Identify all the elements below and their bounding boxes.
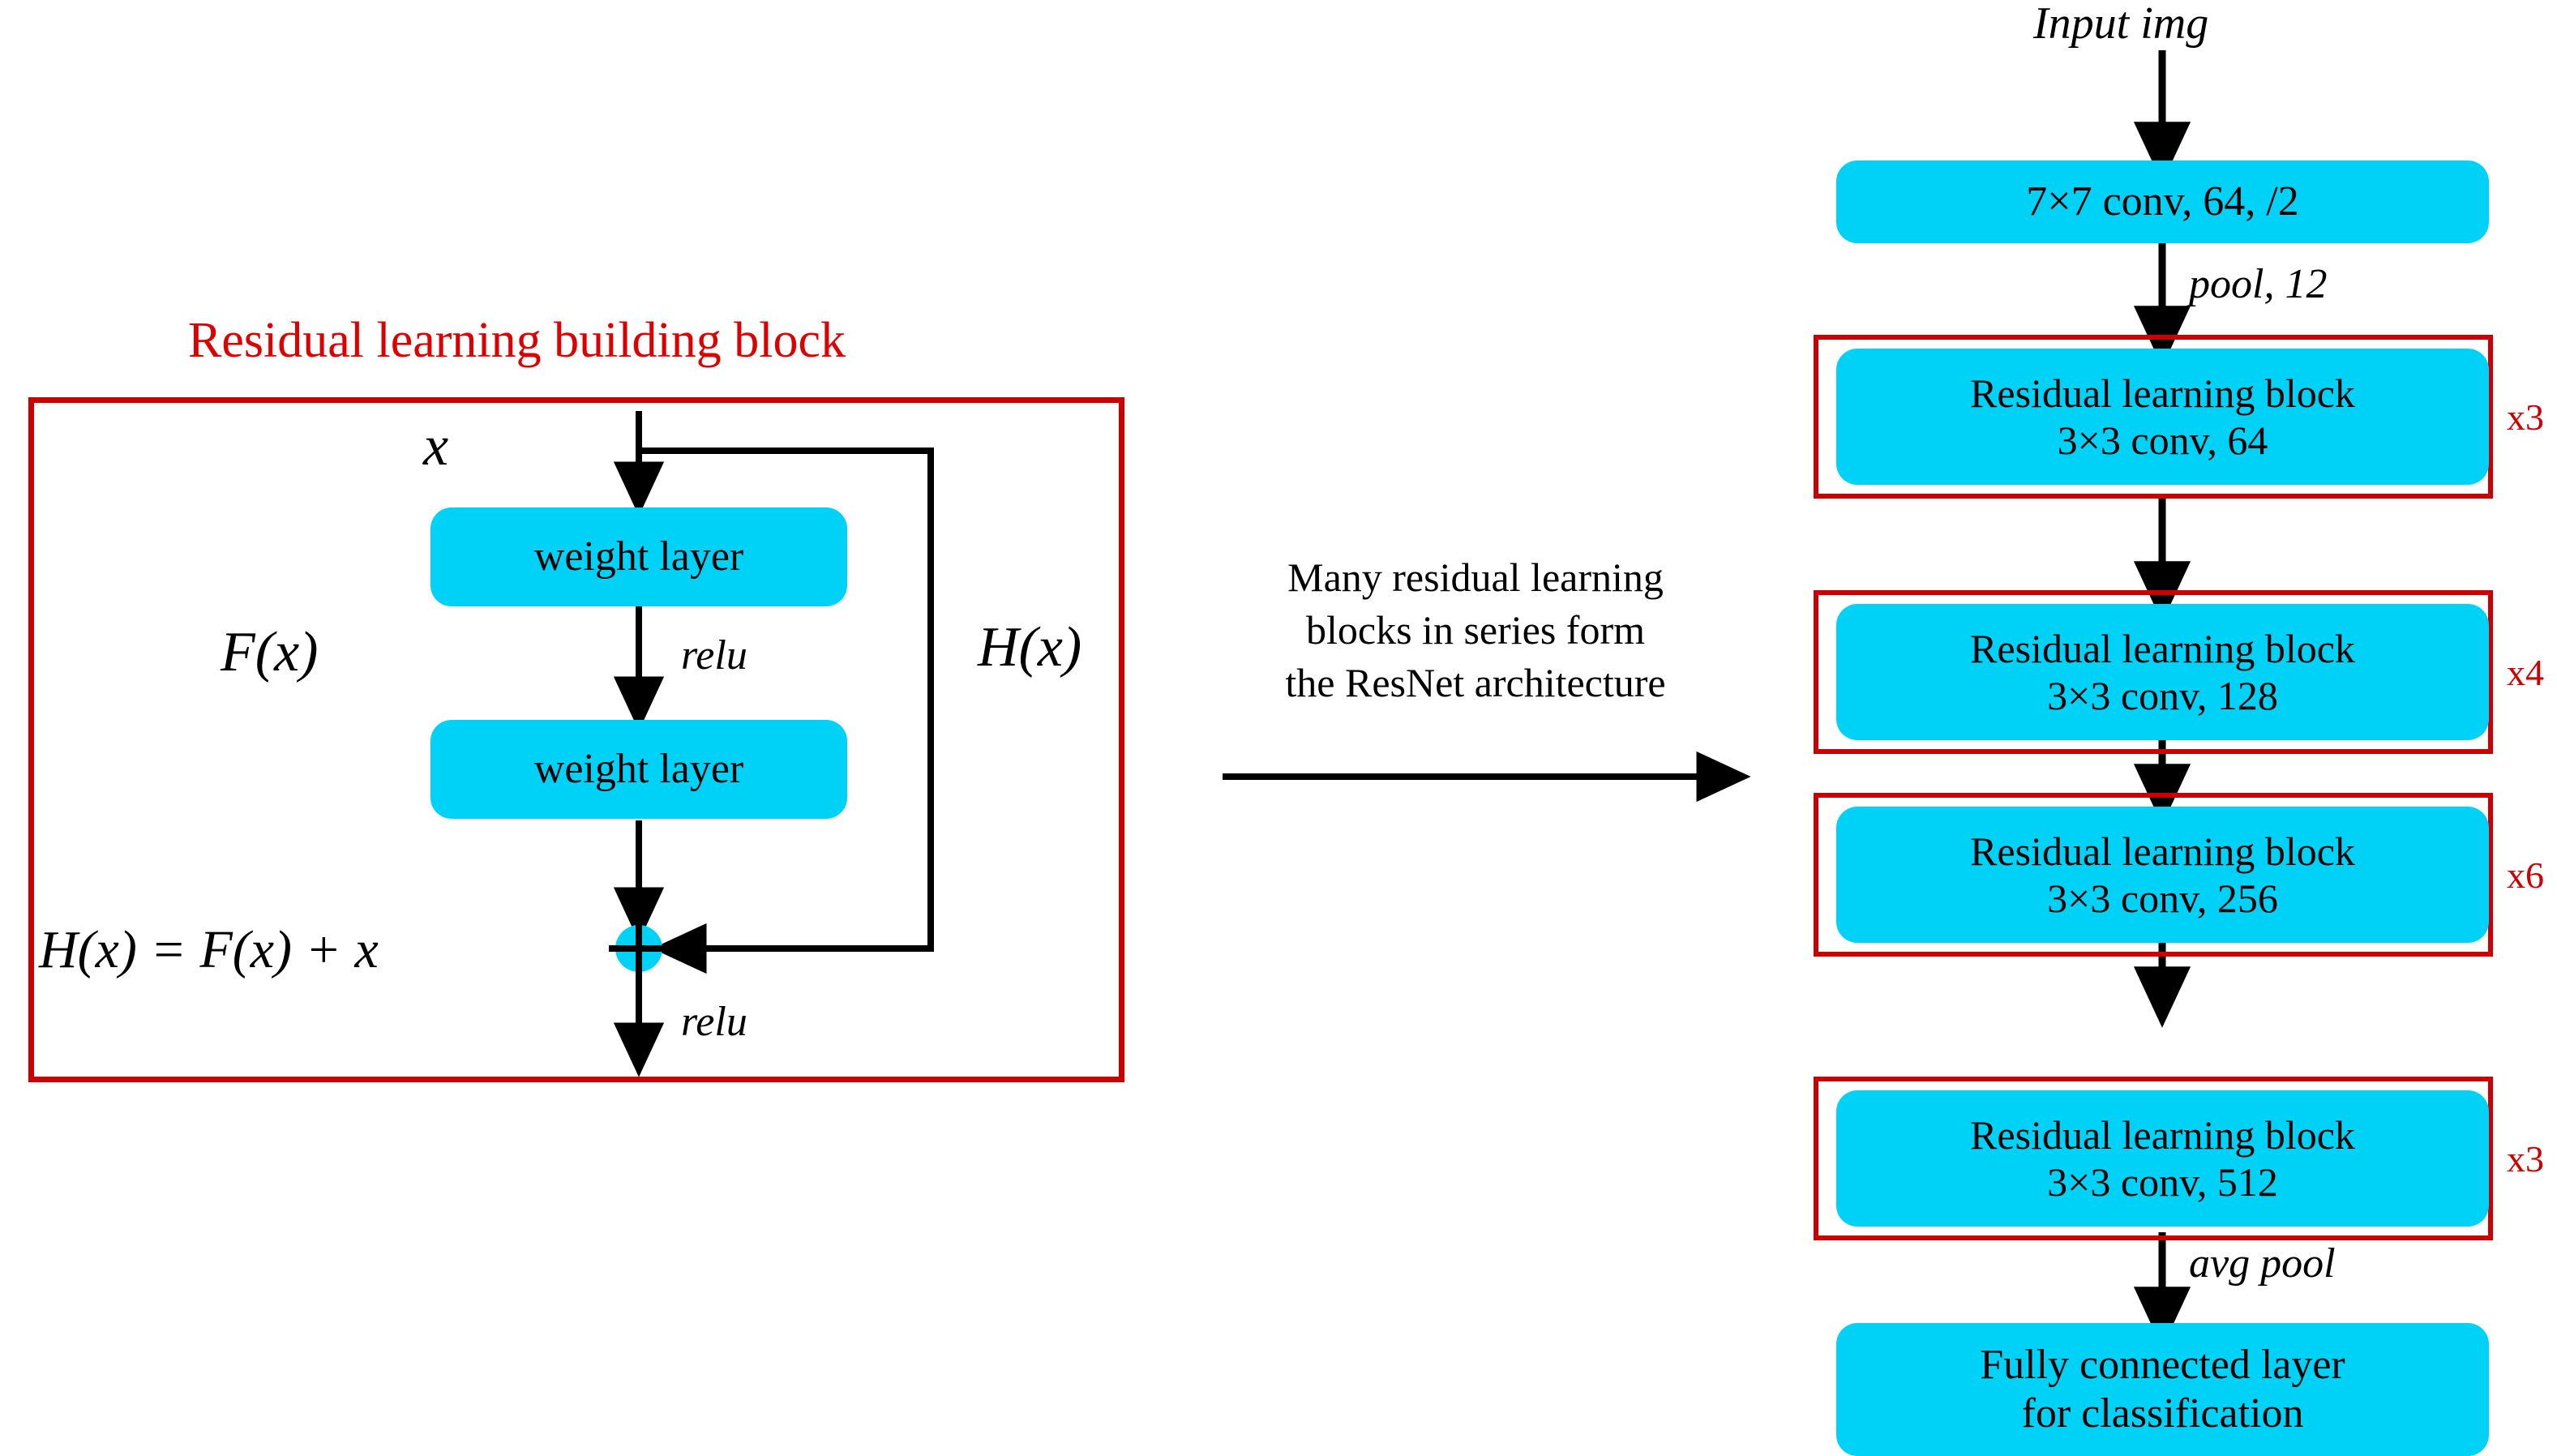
stage-4-outline (1814, 1077, 2493, 1240)
stage-4-line-1: Residual learning block (1970, 1112, 2355, 1158)
stage-2-repeat-badge: x4 (2507, 652, 2544, 693)
caption-line-3: the ResNet architecture (1285, 660, 1666, 705)
weight-layer-1-label: weight layer (533, 533, 744, 580)
fc-line-2: for classification (2021, 1390, 2304, 1437)
caption-line-2: blocks in series form (1306, 607, 1645, 653)
left-panel-title: Residual learning building block (188, 313, 846, 368)
fc-line-1: Fully connected layer (1980, 1341, 2345, 1388)
residual-block-outline (28, 397, 1124, 1082)
stage-4-block[interactable]: Residual learning block 3×3 conv, 512 (1836, 1090, 2489, 1227)
middle-caption: Many residual learning blocks in series … (1192, 551, 1759, 709)
stem-conv-label: 7×7 conv, 64, /2 (2026, 178, 2299, 225)
stage-4-repeat-badge: x3 (2507, 1138, 2544, 1180)
weight-layer-block-1[interactable]: weight layer (430, 507, 847, 606)
weight-layer-2-label: weight layer (533, 745, 744, 792)
stem-conv-block[interactable]: 7×7 conv, 64, /2 (1836, 161, 2489, 243)
stage-2-line-1: Residual learning block (1970, 626, 2355, 671)
fully-connected-block[interactable]: Fully connected layer for classification (1836, 1323, 2489, 1456)
branch-label-fx: F(x) (221, 621, 319, 683)
stage-4-line-2: 3×3 conv, 512 (2047, 1159, 2278, 1205)
stage-3-outline (1814, 793, 2493, 957)
relu-label-1: relu (681, 632, 747, 679)
residual-equation: H(x) = F(x) + x (39, 920, 379, 979)
stage-1-line-1: Residual learning block (1970, 370, 2355, 416)
stage-1-line-2: 3×3 conv, 64 (2057, 418, 2268, 463)
avg-pool-label: avg pool (2189, 1240, 2336, 1287)
relu-label-2: relu (681, 999, 747, 1045)
stage-3-line-1: Residual learning block (1970, 829, 2355, 874)
pool-label: pool, 12 (2189, 261, 2328, 307)
caption-line-1: Many residual learning (1287, 555, 1664, 600)
stage-3-block[interactable]: Residual learning block 3×3 conv, 256 (1836, 807, 2489, 943)
stage-3-line-2: 3×3 conv, 256 (2047, 876, 2278, 921)
plus-vertical-bar (636, 919, 642, 979)
skip-label-hx: H(x) (978, 616, 1082, 679)
stage-1-block[interactable]: Residual learning block 3×3 conv, 64 (1836, 349, 2489, 485)
weight-layer-block-2[interactable]: weight layer (430, 720, 847, 819)
stage-2-line-2: 3×3 conv, 128 (2047, 673, 2278, 718)
stage-2-block[interactable]: Residual learning block 3×3 conv, 128 (1836, 604, 2489, 740)
stage-1-repeat-badge: x3 (2507, 396, 2544, 438)
stage-1-outline (1814, 335, 2493, 499)
sum-node-icon (609, 919, 669, 979)
stage-3-repeat-badge: x6 (2507, 854, 2544, 896)
input-label-x: x (423, 415, 449, 477)
input-img-label: Input img (2033, 0, 2209, 49)
stage-2-outline (1814, 590, 2493, 754)
